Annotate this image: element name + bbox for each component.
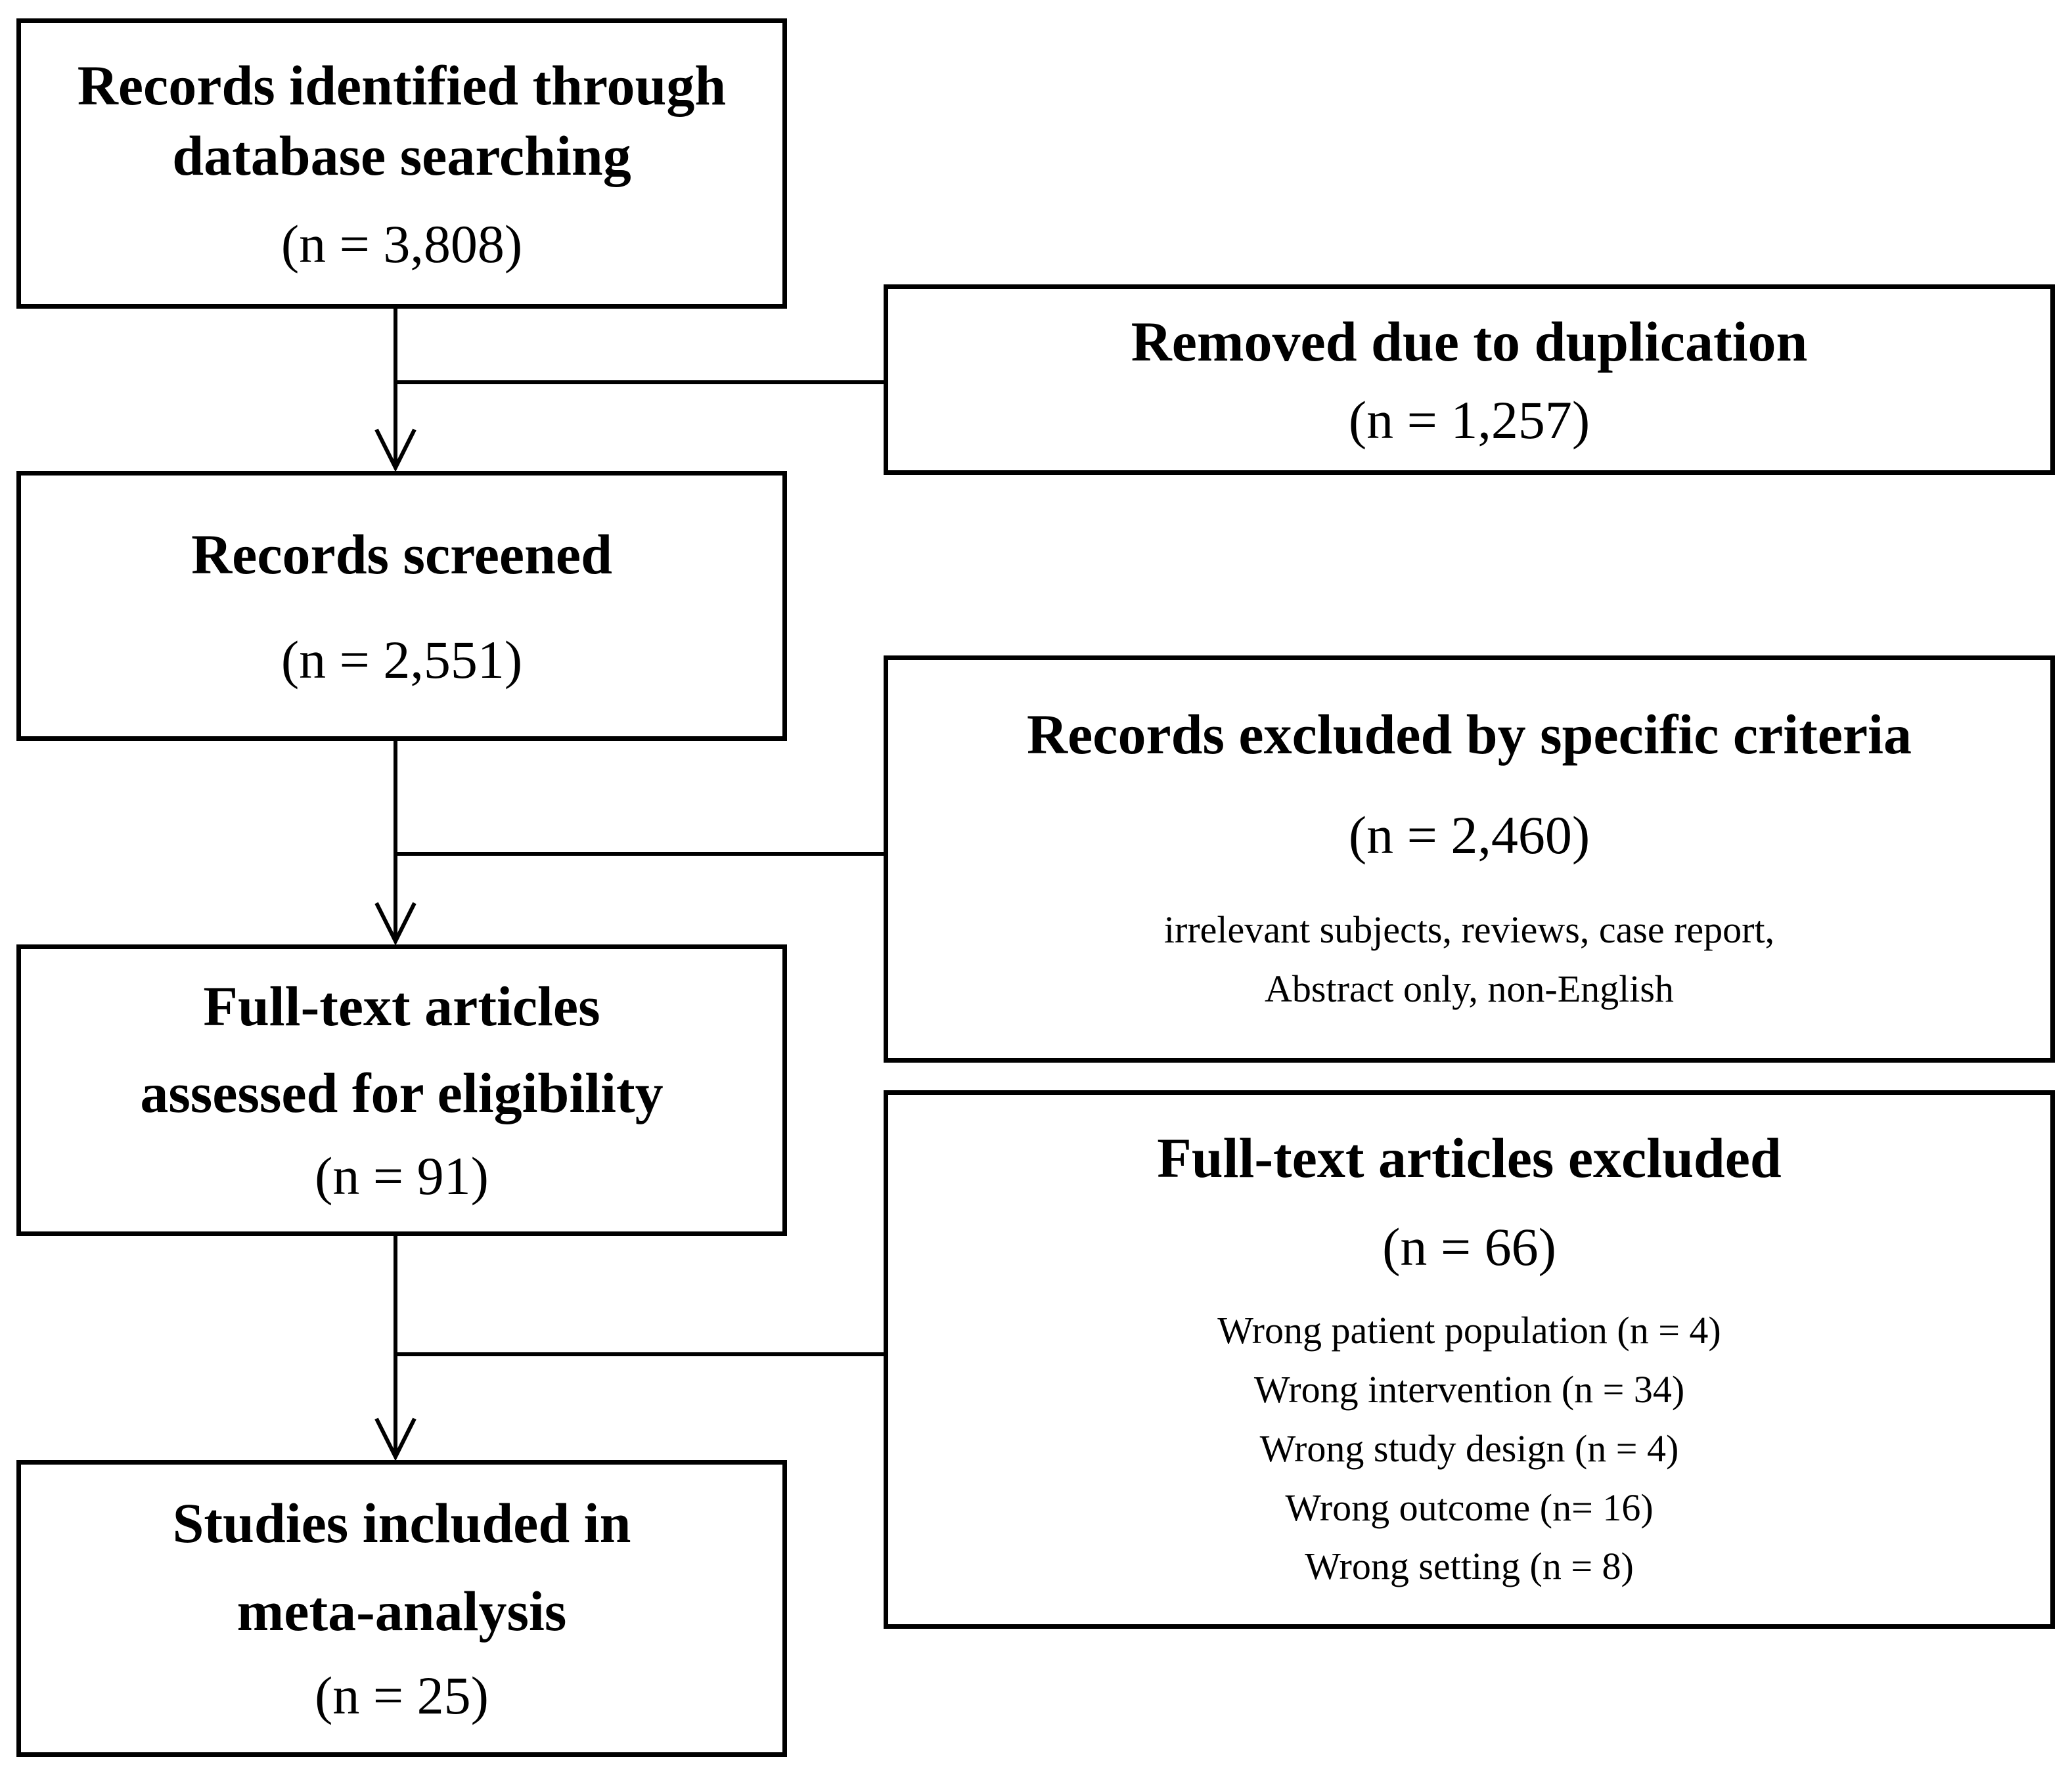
heading-line: Records identified through bbox=[77, 53, 727, 117]
count-label: (n = 2,460) bbox=[1348, 805, 1590, 865]
box-heading: Records identified through database sear… bbox=[78, 51, 726, 192]
heading-line: Full-text articles bbox=[203, 975, 600, 1038]
heading-line: database searching bbox=[172, 124, 631, 188]
box-records-identified: Records identified through database sear… bbox=[16, 18, 787, 309]
box-records-excluded: Records excluded by specific criteria (n… bbox=[884, 655, 2055, 1063]
count-label: (n = 2,551) bbox=[281, 629, 523, 690]
arrowhead-screening bbox=[374, 428, 417, 472]
heading-line: Records screened bbox=[191, 523, 612, 586]
arrowhead-included bbox=[374, 1417, 417, 1461]
heading-line: Full-text articles excluded bbox=[1157, 1126, 1782, 1189]
detail-line: Wrong outcome (n= 16) bbox=[1285, 1486, 1654, 1529]
heading-line: Studies included in bbox=[172, 1492, 631, 1555]
box-fulltext-excluded: Full-text articles excluded (n = 66) Wro… bbox=[884, 1090, 2055, 1629]
detail-line: Wrong setting (n = 8) bbox=[1305, 1545, 1634, 1588]
box-duplicates-removed: Removed due to duplication (n = 1,257) bbox=[884, 284, 2055, 475]
exclusion-reasons: Wrong patient population (n = 4) Wrong i… bbox=[1217, 1301, 1721, 1596]
count-label: (n = 91) bbox=[315, 1146, 489, 1206]
box-studies-included: Studies included in meta-analysis (n = 2… bbox=[16, 1460, 787, 1757]
detail-line: Abstract only, non-English bbox=[1265, 967, 1674, 1011]
count-label: (n = 25) bbox=[315, 1666, 489, 1726]
box-records-screened: Records screened (n = 2,551) bbox=[16, 471, 787, 741]
detail-line: Wrong patient population (n = 4) bbox=[1217, 1308, 1721, 1352]
count-label: (n = 3,808) bbox=[281, 214, 523, 275]
arrowhead-eligibility bbox=[374, 902, 417, 946]
heading-line: meta-analysis bbox=[236, 1579, 567, 1643]
detail-line: irrelevant subjects, reviews, case repor… bbox=[1163, 908, 1775, 952]
exclusion-reasons: irrelevant subjects, reviews, case repor… bbox=[1164, 900, 1774, 1019]
detail-line: Wrong study design (n = 4) bbox=[1259, 1427, 1679, 1470]
detail-line: Wrong intervention (n = 34) bbox=[1253, 1367, 1685, 1411]
heading-line: Removed due to duplication bbox=[1131, 309, 1808, 373]
box-fulltext-assessed: Full-text articles assessed for eligibil… bbox=[16, 944, 787, 1236]
count-label: (n = 1,257) bbox=[1348, 389, 1590, 450]
heading-line: assessed for eligibility bbox=[140, 1061, 664, 1124]
count-label: (n = 66) bbox=[1382, 1216, 1556, 1277]
heading-line: Records excluded by specific criteria bbox=[1027, 703, 1912, 766]
